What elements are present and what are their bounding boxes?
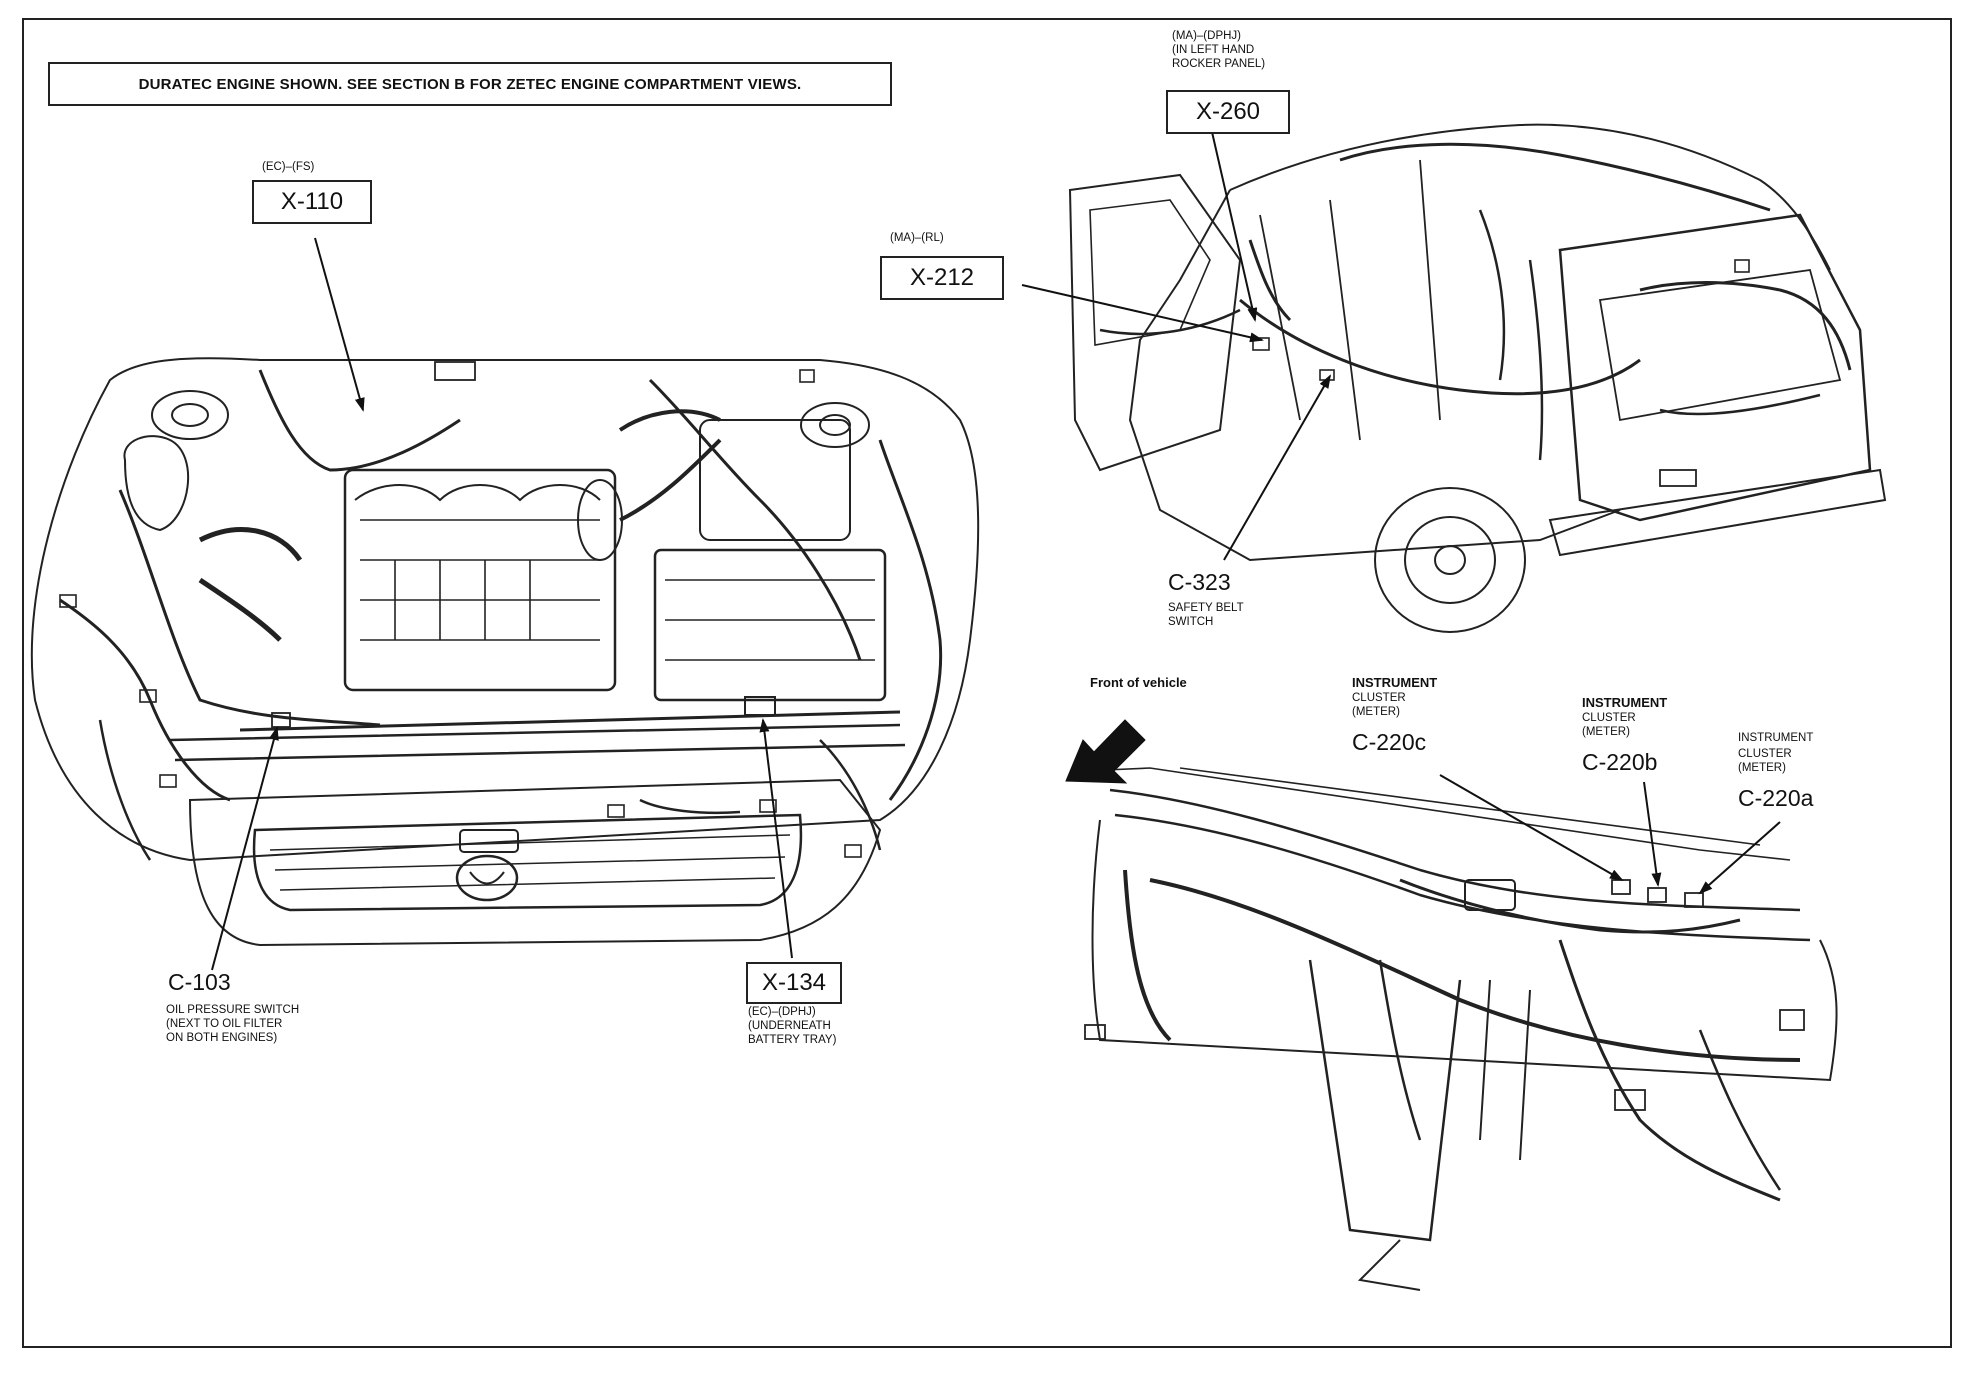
x134-label: X-134 [746,962,842,1004]
c220a-desc-3: (METER) [1738,762,1786,774]
x110-label: X-110 [252,180,372,224]
x134-note-2: BATTERY TRAY) [748,1034,837,1046]
x212-code: (MA)–(RL) [890,232,944,244]
c220a-label: C-220a [1738,785,1814,811]
x260-note-2: ROCKER PANEL) [1172,58,1266,70]
x260-label: X-260 [1166,90,1290,134]
c220c-desc-3: (METER) [1352,706,1400,718]
c103-desc-3: ON BOTH ENGINES) [166,1032,278,1044]
x110-code: (EC)–(FS) [262,161,315,173]
engine-compartment-drawing [30,357,980,947]
c103-desc-2: (NEXT TO OIL FILTER [166,1018,283,1030]
instrument-panel-drawing [1084,767,1838,1291]
vehicle-body-drawing [1068,123,1887,633]
front-of-vehicle-arrow [1065,719,1146,784]
c323-desc-2: SWITCH [1168,616,1214,628]
front-of-vehicle-label: Front of vehicle [1090,675,1187,690]
c220b-desc-2: CLUSTER [1582,712,1636,724]
c220b-label: C-220b [1582,749,1658,775]
c220b-desc-3: (METER) [1582,726,1630,738]
c103-desc-1: OIL PRESSURE SWITCH [166,1004,300,1016]
c220c-desc-2: CLUSTER [1352,692,1406,704]
x134-note-1: (UNDERNEATH [748,1020,831,1032]
c220b-desc-1: INSTRUMENT [1582,695,1668,710]
c220c-desc-1: INSTRUMENT [1352,675,1438,690]
c323-label: C-323 [1168,569,1231,595]
c103-label: C-103 [168,969,231,995]
c323-desc-1: SAFETY BELT [1168,602,1244,614]
x134-code: (EC)–(DPHJ) [748,1006,816,1018]
leader-lines [211,131,1781,971]
c220a-desc-1: INSTRUMENT [1738,732,1814,744]
x212-label: X-212 [880,256,1004,300]
diagram-frame [22,18,1952,1348]
header-note: DURATEC ENGINE SHOWN. SEE SECTION B FOR … [48,62,892,106]
x260-note-1: (IN LEFT HAND [1172,44,1255,56]
c220c-label: C-220c [1352,729,1427,755]
x260-code: (MA)–(DPHJ) [1172,30,1241,42]
c220a-desc-2: CLUSTER [1738,748,1792,760]
